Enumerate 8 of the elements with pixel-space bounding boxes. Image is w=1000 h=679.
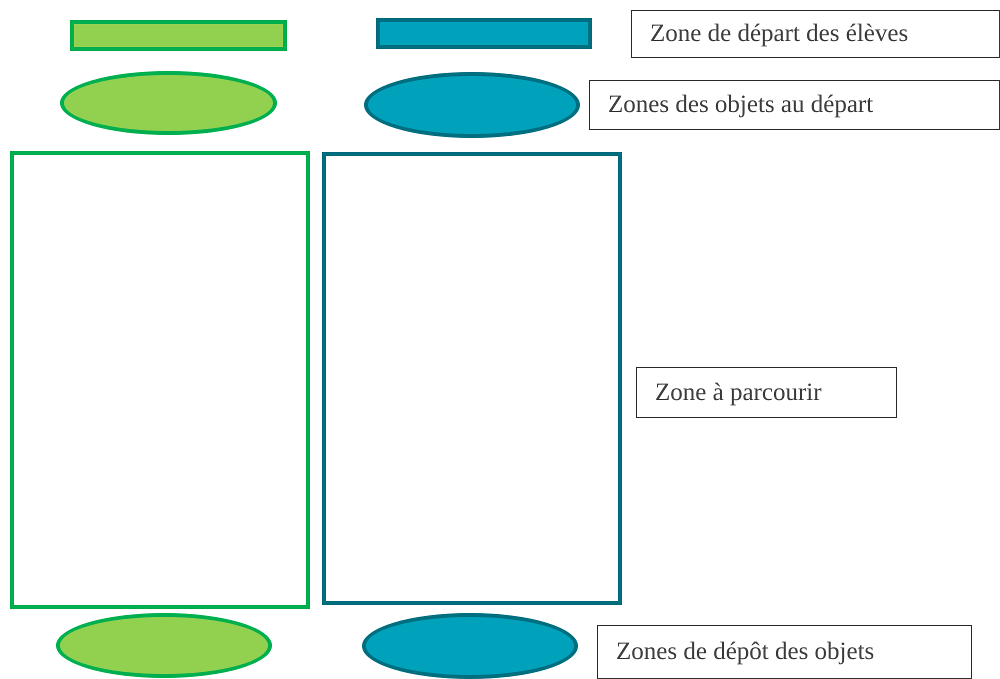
zone-label: Zone de départ des élèves bbox=[631, 10, 1000, 58]
start-bar bbox=[70, 20, 287, 51]
zone-label: Zones des objets au départ bbox=[589, 80, 1000, 130]
zone-label: Zones de dépôt des objets bbox=[597, 625, 972, 679]
course-zone-frame bbox=[10, 151, 310, 609]
start-bar bbox=[376, 18, 592, 49]
zone-label: Zone à parcourir bbox=[636, 367, 897, 418]
course-zone-frame bbox=[322, 152, 622, 605]
